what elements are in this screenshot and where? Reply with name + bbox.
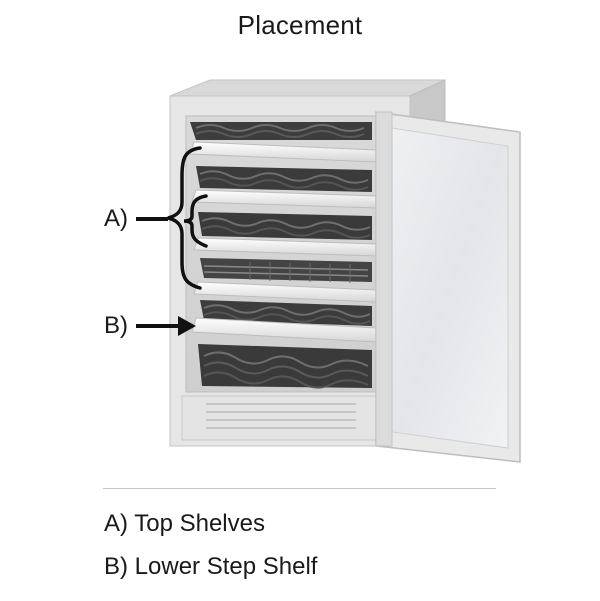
shelf-bottom xyxy=(198,344,372,389)
shelf-top-2 xyxy=(191,166,377,209)
shelf-top-4 xyxy=(193,258,377,303)
callout-a-label: A) xyxy=(104,205,128,232)
glass-door xyxy=(375,111,521,463)
shelf-lower-step xyxy=(191,300,377,343)
shelf-top-3 xyxy=(193,212,377,257)
diagram-title: Placement xyxy=(237,10,363,40)
legend-item-lower-step-shelf: B) Lower Step Shelf xyxy=(104,553,318,580)
divider xyxy=(103,488,496,489)
legend-item-top-shelves: A) Top Shelves xyxy=(104,510,265,537)
callout-b-arrow xyxy=(136,316,196,336)
callout-b-label: B) xyxy=(104,312,128,339)
